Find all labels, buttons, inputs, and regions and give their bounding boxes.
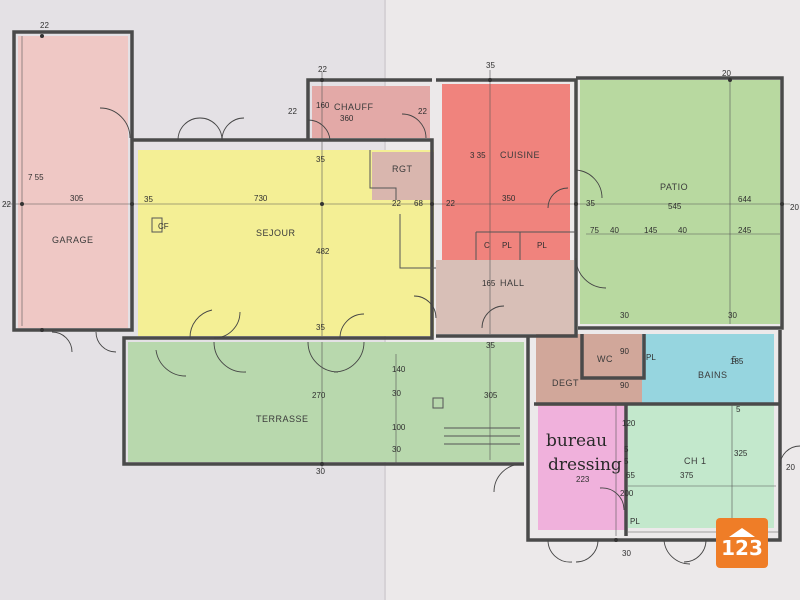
dim-30-d: 30 (622, 549, 631, 558)
dim-22-d: 22 (288, 107, 297, 116)
dim-22-b: 22 (40, 21, 49, 30)
label-ch1: CH 1 (684, 456, 707, 466)
degt-fill (536, 334, 642, 406)
label-terrasse: TERRASSE (256, 414, 309, 424)
bains-fill (642, 334, 774, 404)
dimension-labels: 305 7 55 730 482 360 160 350 3 35 545 64… (2, 21, 799, 558)
dim-rgt-68: 68 (414, 199, 423, 208)
dim-5-c: 5 (624, 457, 629, 466)
dim-garage-width: 305 (70, 194, 84, 203)
dim-22-c: 22 (318, 65, 327, 74)
dim-5-b: 5 (624, 445, 629, 454)
house-icon (729, 528, 755, 537)
dim-ch1-width: 375 (680, 471, 694, 480)
label-cf: CF (158, 222, 169, 231)
garage-fill (18, 36, 128, 328)
label-pl-ch1: PL (630, 517, 640, 526)
dim-30-f: 30 (392, 445, 401, 454)
label-pl-bath: PL (646, 353, 656, 362)
dim-bureau-200: 200 (620, 489, 634, 498)
dim-patio-height: 644 (738, 195, 752, 204)
dim-35-f: 35 (486, 341, 495, 350)
dim-20-b: 20 (790, 203, 799, 212)
rgt-fill (372, 152, 434, 200)
dim-22-e: 22 (418, 107, 427, 116)
dim-30-a: 30 (620, 311, 629, 320)
dim-bains-185: 185 (730, 357, 744, 366)
dim-35-b: 35 (316, 155, 325, 164)
dim-bureau-120: 120 (622, 419, 636, 428)
dim-40-b: 40 (678, 226, 687, 235)
dim-hall-height: 165 (482, 279, 496, 288)
label-hall: HALL (500, 278, 525, 288)
label-sejour: SEJOUR (256, 228, 296, 238)
dim-75: 75 (590, 226, 599, 235)
label-chauff: CHAUFF (334, 102, 374, 112)
dim-245: 245 (738, 226, 752, 235)
label-bains: BAINS (698, 370, 728, 380)
dim-ch1-height: 325 (734, 449, 748, 458)
dim-35-e: 35 (316, 323, 325, 332)
dim-100: 100 (392, 423, 406, 432)
dim-chauff-width: 360 (340, 114, 354, 123)
dim-chauff-height: 160 (316, 101, 330, 110)
ch1-fill (628, 404, 774, 528)
dim-140: 140 (392, 365, 406, 374)
dim-cuisine-top: 3 35 (470, 151, 486, 160)
dim-145: 145 (644, 226, 658, 235)
site-logo: 123 (716, 518, 768, 568)
cuisine-fill (442, 84, 570, 260)
dim-5-a: 5 (736, 405, 741, 414)
dim-30-e: 30 (392, 389, 401, 398)
dim-patio-width: 545 (668, 202, 682, 211)
dim-sejour-height: 482 (316, 247, 330, 256)
dim-cuisine-width: 350 (502, 194, 516, 203)
patio-fill (580, 80, 780, 324)
room-fills (18, 36, 780, 530)
dimension-lines (4, 34, 790, 542)
label-wc: WC (597, 354, 613, 364)
label-pl-kitchen-1: PL (502, 241, 512, 250)
label-c-kitchen: C (484, 241, 490, 250)
dim-35-c: 35 (486, 61, 495, 70)
label-patio: PATIO (660, 182, 688, 192)
label-bureau: bureau (546, 431, 607, 451)
dim-terrasse-height: 270 (312, 391, 326, 400)
dim-22-a: 22 (2, 200, 11, 209)
bureau-fill (538, 406, 626, 530)
dim-22-f: 22 (392, 199, 401, 208)
logo-text: 123 (721, 536, 763, 560)
dim-terrasse-305: 305 (484, 391, 498, 400)
label-garage: GARAGE (52, 235, 94, 245)
dim-35-d: 35 (586, 199, 595, 208)
terrasse-fill (128, 342, 524, 462)
dim-bureau-65: 65 (626, 471, 635, 480)
doors (51, 107, 800, 565)
dim-5-d: 5 (732, 355, 737, 364)
dim-bureau-223: 223 (576, 475, 590, 484)
label-pl-kitchen-2: PL (537, 241, 547, 250)
dim-20-a: 20 (722, 69, 731, 78)
label-cuisine: CUISINE (500, 150, 540, 160)
dim-30-b: 30 (728, 311, 737, 320)
room-labels: GARAGE SEJOUR CHAUFF RGT CUISINE PATIO H… (52, 102, 728, 526)
dim-35-a: 35 (144, 195, 153, 204)
label-dressing: dressing (548, 455, 622, 475)
dim-degt-90: 90 (620, 381, 629, 390)
chauff-fill (312, 86, 430, 138)
dim-30-c: 30 (316, 467, 325, 476)
label-degt: DEGT (552, 378, 579, 388)
dim-sejour-width: 730 (254, 194, 268, 203)
dim-wc-90: 90 (620, 347, 629, 356)
dim-40-a: 40 (610, 226, 619, 235)
label-rgt: RGT (392, 164, 413, 174)
hall-fill (436, 260, 574, 334)
dim-22-g: 22 (446, 199, 455, 208)
dim-garage-height: 7 55 (28, 173, 44, 182)
dim-20-c: 20 (786, 463, 795, 472)
